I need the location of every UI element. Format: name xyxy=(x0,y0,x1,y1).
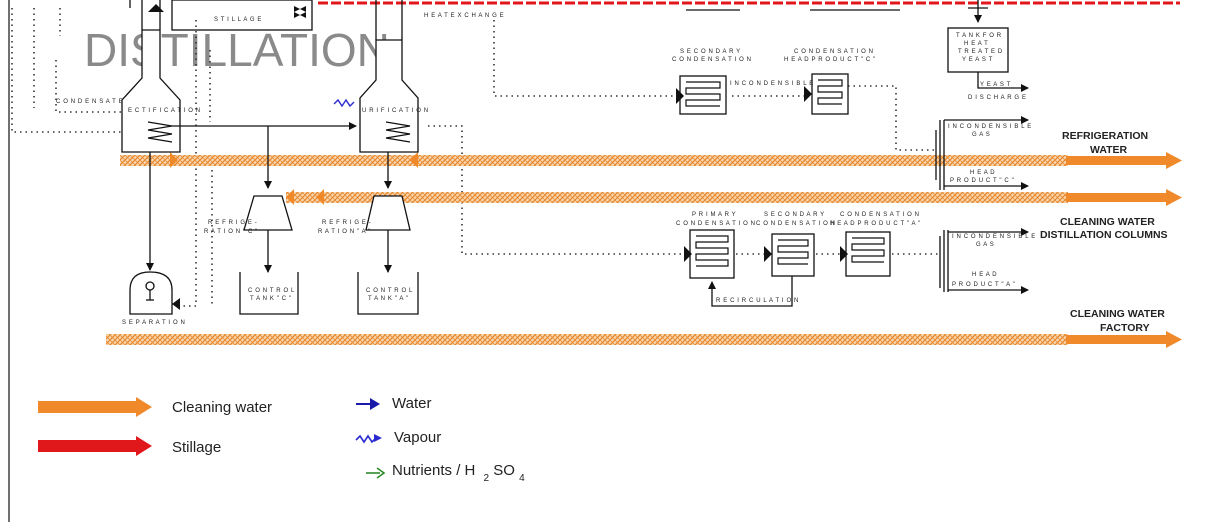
condenser-head-c xyxy=(804,73,849,115)
label-sec-cond-bot-2: C O N D E N S A T I O N xyxy=(756,221,836,227)
recirculation-loop xyxy=(708,276,793,307)
secondary-condenser-bottom xyxy=(764,233,815,277)
label-sec-cond-top-1: S E C O N D A R Y xyxy=(680,49,741,55)
label-heat-exchange: H E A T E X C H A N G E xyxy=(424,13,504,19)
label-control-c-1: C O N T R O L xyxy=(248,288,295,294)
rectification-column xyxy=(121,0,357,153)
legend-vapour: Vapour xyxy=(394,429,441,446)
label-incond-gas-top-2: G A S xyxy=(972,132,990,138)
stream-refrigeration-2: WATER xyxy=(1090,144,1128,156)
label-sec-cond-bot-1: S E C O N D A R Y xyxy=(764,212,825,218)
cleaning-distillation-band xyxy=(286,192,1068,203)
label-yeast-1: Y E A S T xyxy=(980,82,1011,88)
legend-cleaning-water: Cleaning water xyxy=(172,399,272,416)
condenser-head-a xyxy=(840,231,891,277)
stream-cleaning-factory-1: CLEANING WATER xyxy=(1070,308,1165,320)
separator-manifold-top xyxy=(935,116,1029,190)
vapour-inlet-icon xyxy=(333,98,355,108)
label-primary-2: C O N D E N S A T I O N xyxy=(676,221,756,227)
label-cond-head-c-2: H E A D P R O D U C T " C " xyxy=(784,57,876,63)
page-title: DISTILLATION xyxy=(84,24,390,76)
stream-refrigeration-1: REFRIGERATION xyxy=(1062,130,1148,142)
refrigeration-c-unit xyxy=(243,126,293,273)
label-incond-gas-bot-1: I N C O N D E N S I B L E xyxy=(952,234,1036,240)
label-refrig-c-1: R E F R I G E - xyxy=(208,220,257,226)
label-incond-gas-top-1: I N C O N D E N S I B L E xyxy=(948,124,1032,130)
label-condensate: C O N D E N S A T E xyxy=(56,99,123,105)
refrigeration-a-unit xyxy=(365,152,411,273)
secondary-condenser-top xyxy=(676,75,727,115)
legend-nutrients: Nutrients / H 2 SO 4 xyxy=(392,462,525,485)
label-head-a-1: H E A D xyxy=(972,272,997,278)
label-head-a-2: P R O D U C T " A " xyxy=(952,282,1015,288)
stream-cleaning-dist-2: DISTILLATION COLUMNS xyxy=(1040,229,1168,241)
label-purification: U R I F I C A T I O N xyxy=(362,108,429,114)
label-head-c-2: P R O D U C T " C " xyxy=(950,178,1014,184)
control-tank-c xyxy=(239,272,299,315)
label-refrig-c-2: R A T I O N " C " xyxy=(204,229,258,235)
label-recirculation: R E C I R C U L A T I O N xyxy=(716,298,799,304)
green-arrow-icon xyxy=(366,467,386,479)
label-refrig-a-2: R A T I O N " A " xyxy=(318,229,371,235)
separator-manifold-bottom xyxy=(939,228,1029,294)
wavy-arrow-icon xyxy=(355,434,382,444)
label-head-c-1: H E A D xyxy=(970,170,995,176)
legend: Cleaning water Stillage Water Vapour Nut… xyxy=(38,395,525,485)
label-control-c-2: T A N K " C " xyxy=(250,296,292,302)
label-separation: S E P A R A T I O N xyxy=(122,320,185,326)
label-incondensible-top: I N C O N D E N S I B L E xyxy=(730,81,814,87)
tank-heat-treated-yeast xyxy=(947,0,1029,92)
cleaning-factory-band xyxy=(106,334,1068,345)
label-control-a-1: C O N T R O L xyxy=(366,288,413,294)
label-refrig-a-1: R E F R I G E - xyxy=(322,220,371,226)
label-tank-heat-1: T A N K F O R xyxy=(956,33,1002,39)
legend-water: Water xyxy=(392,395,431,412)
label-cond-head-a-2: H E A D P R O D U C T " A " xyxy=(830,221,921,227)
legend-cleaning-water-icon xyxy=(38,397,152,417)
label-cond-head-c-1: C O N D E N S A T I O N xyxy=(794,49,874,55)
legend-stillage-icon xyxy=(38,436,152,456)
stream-cleaning-dist-1: CLEANING WATER xyxy=(1060,216,1155,228)
refrigeration-band xyxy=(120,155,1068,166)
stream-cleaning-factory-2: FACTORY xyxy=(1100,322,1150,334)
label-rectification: E C T I F I C A T I O N xyxy=(128,108,201,114)
separation-vessel xyxy=(129,152,173,315)
primary-condenser xyxy=(684,229,735,279)
label-stillage: S T I L L A G E xyxy=(214,17,262,23)
label-tank-heat-4: Y E A S T xyxy=(962,57,993,63)
label-control-a-2: T A N K " A " xyxy=(368,296,409,302)
label-cond-head-a-1: C O N D E N S A T I O N xyxy=(840,212,920,218)
label-tank-heat-3: T R E A T E D xyxy=(958,49,1003,55)
blue-arrow-icon xyxy=(356,398,380,410)
top-box-left xyxy=(171,0,313,31)
label-tank-heat-2: H E A T xyxy=(964,41,988,47)
legend-stillage: Stillage xyxy=(172,439,221,456)
control-tank-a xyxy=(357,272,419,315)
label-incond-gas-bot-2: G A S xyxy=(976,242,994,248)
label-sec-cond-top-2: C O N D E N S A T I O N xyxy=(672,57,752,63)
label-primary-1: P R I M A R Y xyxy=(692,212,736,218)
label-yeast-2: D I S C H A R G E xyxy=(968,95,1027,101)
purification-column xyxy=(333,0,419,153)
